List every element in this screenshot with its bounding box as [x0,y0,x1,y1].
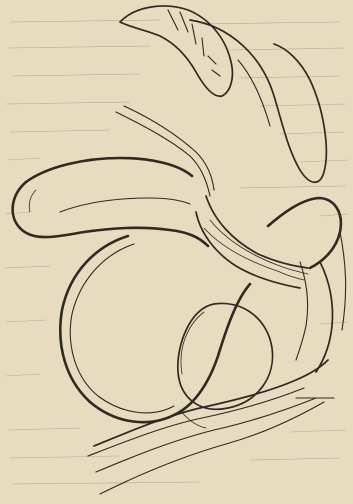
upper-strand [116,106,214,196]
main-chamber [60,236,250,422]
upper-coiled-structure [120,6,232,96]
left-lobe [13,158,208,246]
upper-right-wall [190,20,326,182]
right-hook [268,198,346,372]
